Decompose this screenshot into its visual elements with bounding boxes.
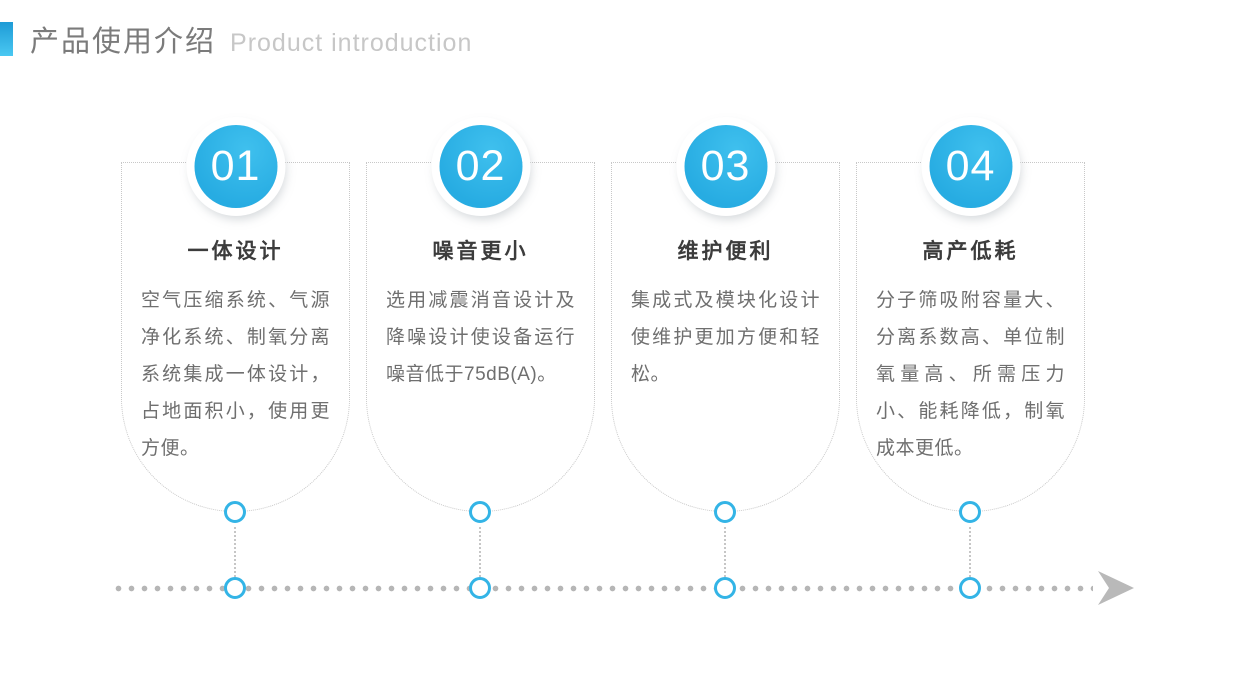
step-number: 04 (945, 142, 996, 190)
card-tip-node-icon (959, 501, 981, 523)
timeline-node-icon (224, 577, 246, 599)
step-number-badge: 03 (684, 125, 767, 208)
timeline-node-icon (959, 577, 981, 599)
step-body-text: 选用减震消音设计及降噪设计使设备运行噪音低于75dB(A)。 (386, 290, 575, 385)
step-heading: 噪音更小 (432, 239, 529, 263)
step-number-badge: 02 (439, 125, 522, 208)
timeline-node-icon (469, 577, 491, 599)
step-card-2: 02 噪音更小 选用减震消音设计及降噪设计使设备运行噪音低于75dB(A)。 (366, 125, 595, 512)
step-number-badge: 01 (194, 125, 277, 208)
timeline-node-icon (714, 577, 736, 599)
step-number: 02 (455, 142, 506, 190)
page-title: 产品使用介绍 (30, 26, 217, 58)
card-tip-node-icon (714, 501, 736, 523)
step-heading: 维护便利 (677, 239, 774, 263)
card-tip-node-icon (469, 501, 491, 523)
step-card-3: 03 维护便利 集成式及模块化设计使维护更加方便和轻松。 (611, 125, 840, 512)
timeline-dotted-line (110, 585, 1093, 592)
vertical-connector-line (479, 527, 481, 577)
step-body-text: 空气压缩系统、气源净化系统、制氧分离系统集成一体设计，占地面积小，使用更方便。 (141, 290, 330, 459)
step-card-1: 01 一体设计 空气压缩系统、气源净化系统、制氧分离系统集成一体设计，占地面积小… (121, 125, 350, 512)
step-card-4: 04 高产低耗 分子筛吸附容量大、分离系数高、单位制氧量高、所需压力小、能耗降低… (856, 125, 1085, 512)
vertical-connector-line (234, 527, 236, 577)
page-subtitle: Product introduction (230, 29, 473, 57)
step-heading: 高产低耗 (922, 239, 1019, 263)
step-body-text: 分子筛吸附容量大、分离系数高、单位制氧量高、所需压力小、能耗降低，制氧成本更低。 (876, 290, 1065, 459)
title-accent-bar (0, 22, 13, 56)
step-number: 01 (210, 142, 261, 190)
step-number-badge: 04 (929, 125, 1012, 208)
vertical-connector-line (969, 527, 971, 577)
card-tip-node-icon (224, 501, 246, 523)
arrow-right-icon (1098, 571, 1134, 605)
step-body-text: 集成式及模块化设计使维护更加方便和轻松。 (631, 290, 820, 385)
step-heading: 一体设计 (187, 239, 284, 263)
vertical-connector-line (724, 527, 726, 577)
slide-header: 产品使用介绍 Product introduction (30, 18, 472, 60)
step-number: 03 (700, 142, 751, 190)
